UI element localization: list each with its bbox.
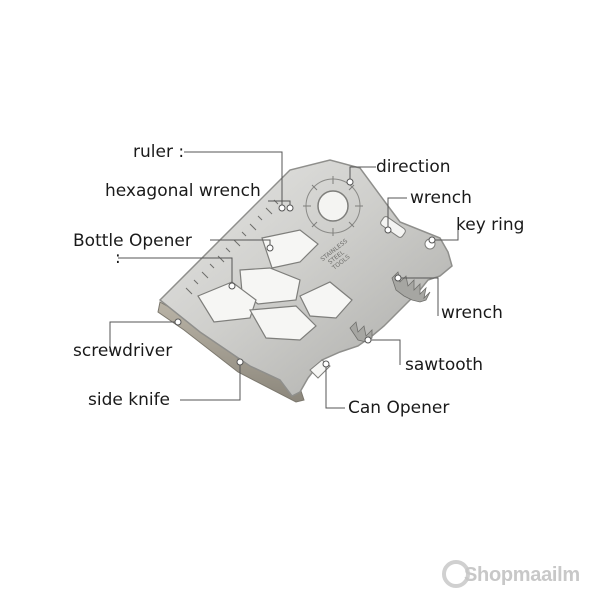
label-bottle-opener-colon: : (115, 248, 121, 268)
label-wrench-right: wrench (441, 303, 503, 323)
leader-dots (174, 178, 436, 368)
watermark: Shopmaailm (440, 558, 590, 594)
label-ruler: ruler : (133, 142, 185, 162)
label-direction: direction (376, 157, 451, 177)
label-sawtooth: sawtooth (405, 355, 484, 375)
label-key-ring: key ring (456, 215, 525, 235)
label-hexagonal-wrench: hexagonal wrench (105, 181, 261, 201)
label-screwdriver: screwdriver (73, 341, 173, 361)
tool-card (158, 159, 453, 397)
direction-compass (303, 176, 363, 236)
label-wrench-top: wrench (410, 188, 472, 208)
leader-lines (109, 151, 459, 409)
watermark-logo-icon (442, 560, 470, 588)
label-can-opener: Can Opener (348, 398, 450, 418)
bottle-opener-cutouts (197, 229, 353, 341)
label-side-knife: side knife (88, 390, 171, 410)
label-bottle-opener: Bottle Opener (73, 231, 192, 251)
watermark-text: Shopmaailm (464, 564, 580, 586)
ruler-ticks (185, 199, 279, 295)
sawtooth-edge (349, 271, 431, 343)
